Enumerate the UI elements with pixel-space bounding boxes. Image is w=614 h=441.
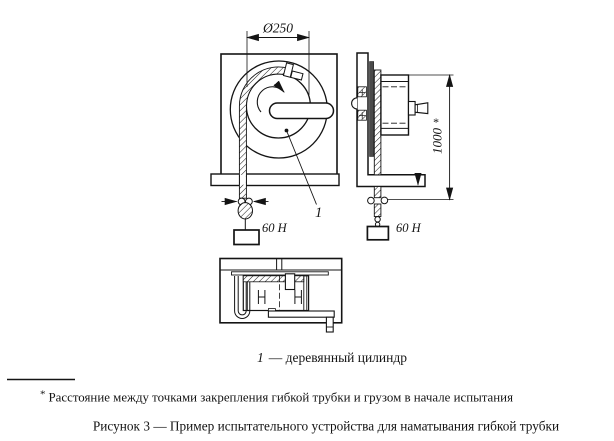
rotation-arrow-icon — [256, 80, 285, 113]
slot-marks — [257, 290, 302, 304]
footnote-text: Расстояние между точками закрепления гиб… — [49, 391, 514, 405]
clamp — [351, 86, 367, 121]
crank-grip — [414, 102, 429, 115]
weight-front — [233, 229, 260, 246]
callout-number: 1 — [315, 205, 322, 221]
diameter-label: Ø250 — [262, 21, 293, 36]
dimension-diameter: Ø250 — [245, 21, 311, 95]
backing-bar — [369, 61, 374, 157]
weight-side — [366, 225, 390, 241]
tube-loop-bottom — [234, 276, 251, 319]
tube-fitting-bottom — [284, 273, 296, 291]
side-load-label: 60 Н — [396, 221, 422, 235]
drum-side — [380, 74, 410, 136]
front-load: 60 Н — [233, 221, 288, 246]
footnote-marker: * — [40, 389, 46, 401]
support-bar — [231, 271, 329, 276]
side-view: 1000 * 60 Н — [351, 52, 454, 241]
figure-caption: Рисунок 3 — Пример испытательного устрой… — [93, 419, 559, 434]
base-strip — [210, 173, 340, 187]
dimension-height: 1000 * — [387, 73, 454, 201]
footnote: *Расстояние между точками закрепления ги… — [40, 389, 513, 405]
crank-shaft — [407, 100, 416, 116]
tube-loop — [237, 202, 254, 220]
l-bracket — [356, 52, 426, 188]
side-load: 60 Н — [366, 221, 422, 241]
legend-text: — деревянный цилиндр — [268, 350, 408, 365]
height-note-marker: * — [433, 115, 439, 129]
leader-line — [286, 130, 317, 205]
legend: 1 — деревянный цилиндр — [257, 350, 407, 365]
legend-number: 1 — [257, 350, 264, 365]
tube-fitting — [282, 62, 304, 81]
crank-bottom — [267, 308, 335, 333]
bottom-view — [219, 257, 343, 333]
height-label: 1000 — [430, 128, 445, 155]
front-view: Ø250 60 Н 1 — [210, 21, 340, 246]
crank-handle — [268, 102, 335, 120]
swivel-side — [367, 196, 389, 205]
front-load-label: 60 Н — [262, 221, 288, 235]
chain-links — [374, 216, 381, 228]
tube-side — [373, 69, 382, 176]
